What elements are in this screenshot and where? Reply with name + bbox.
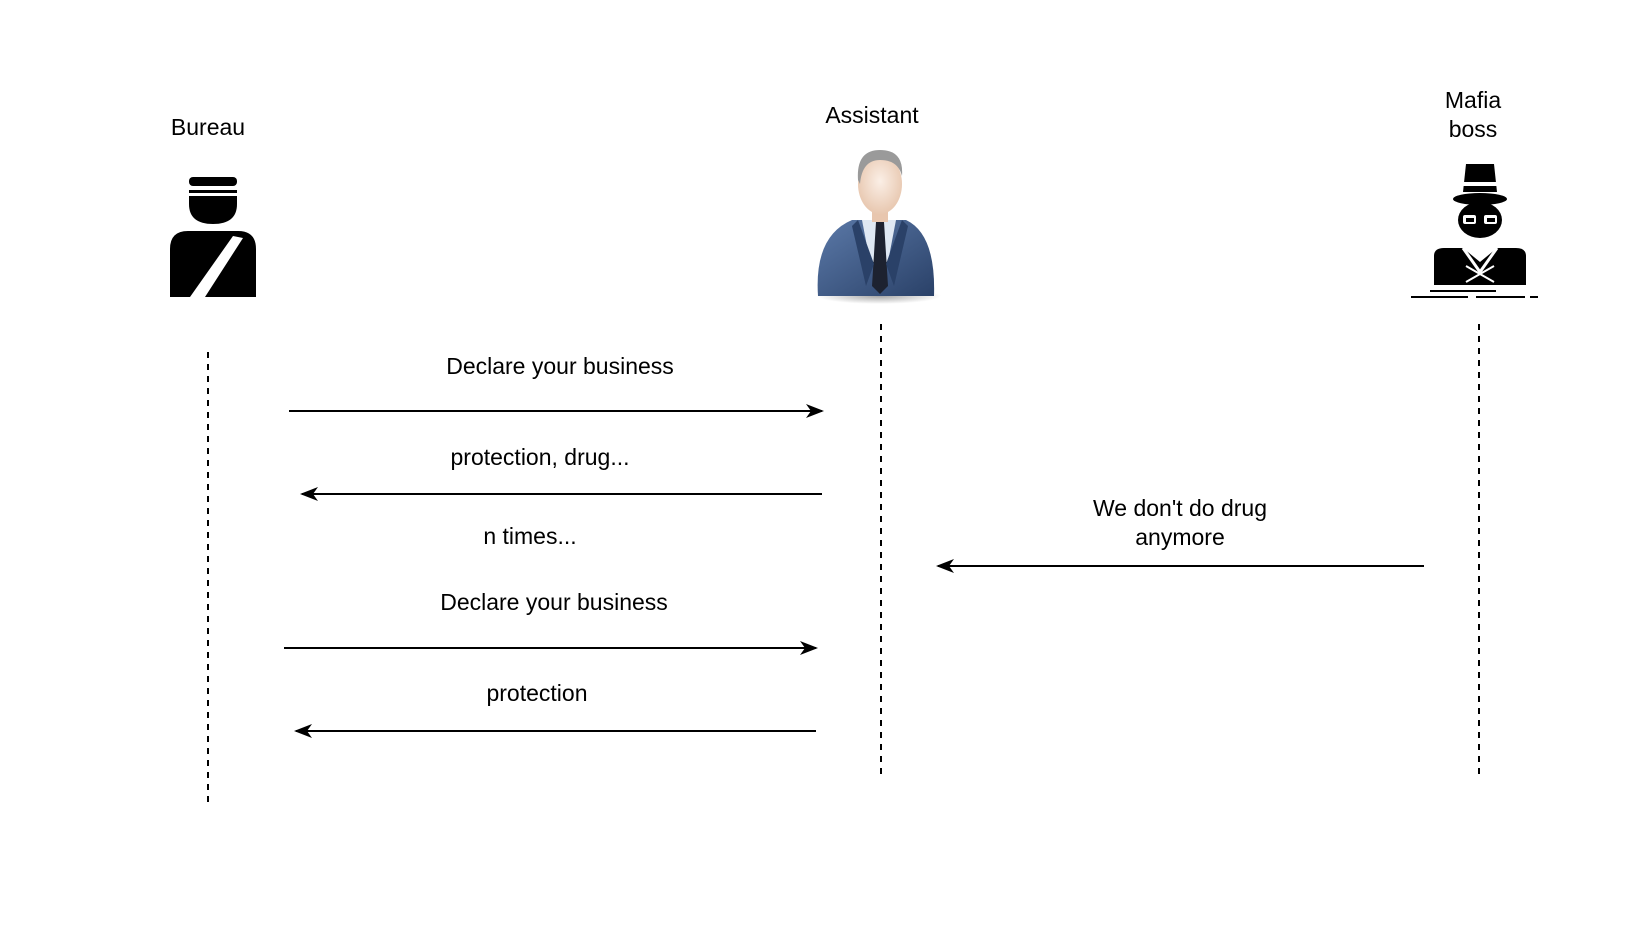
businessman-icon: [817, 150, 941, 304]
message-label-5: protection: [486, 680, 588, 706]
message-label-4: Declare your business: [440, 589, 668, 615]
message-label-3: n times...: [483, 523, 577, 549]
participant-label-bureau: Bureau: [170, 114, 246, 140]
message-label-6: We don't do drug anymore: [1092, 495, 1268, 550]
message-label-1: Declare your business: [446, 353, 674, 379]
message-label-2: protection, drug...: [450, 444, 630, 470]
spy-icon: [1411, 164, 1538, 298]
participant-label-assistant: Assistant: [825, 102, 919, 128]
participant-label-mafia-boss: Mafia boss: [1444, 87, 1502, 142]
police-officer-icon: [170, 177, 256, 297]
